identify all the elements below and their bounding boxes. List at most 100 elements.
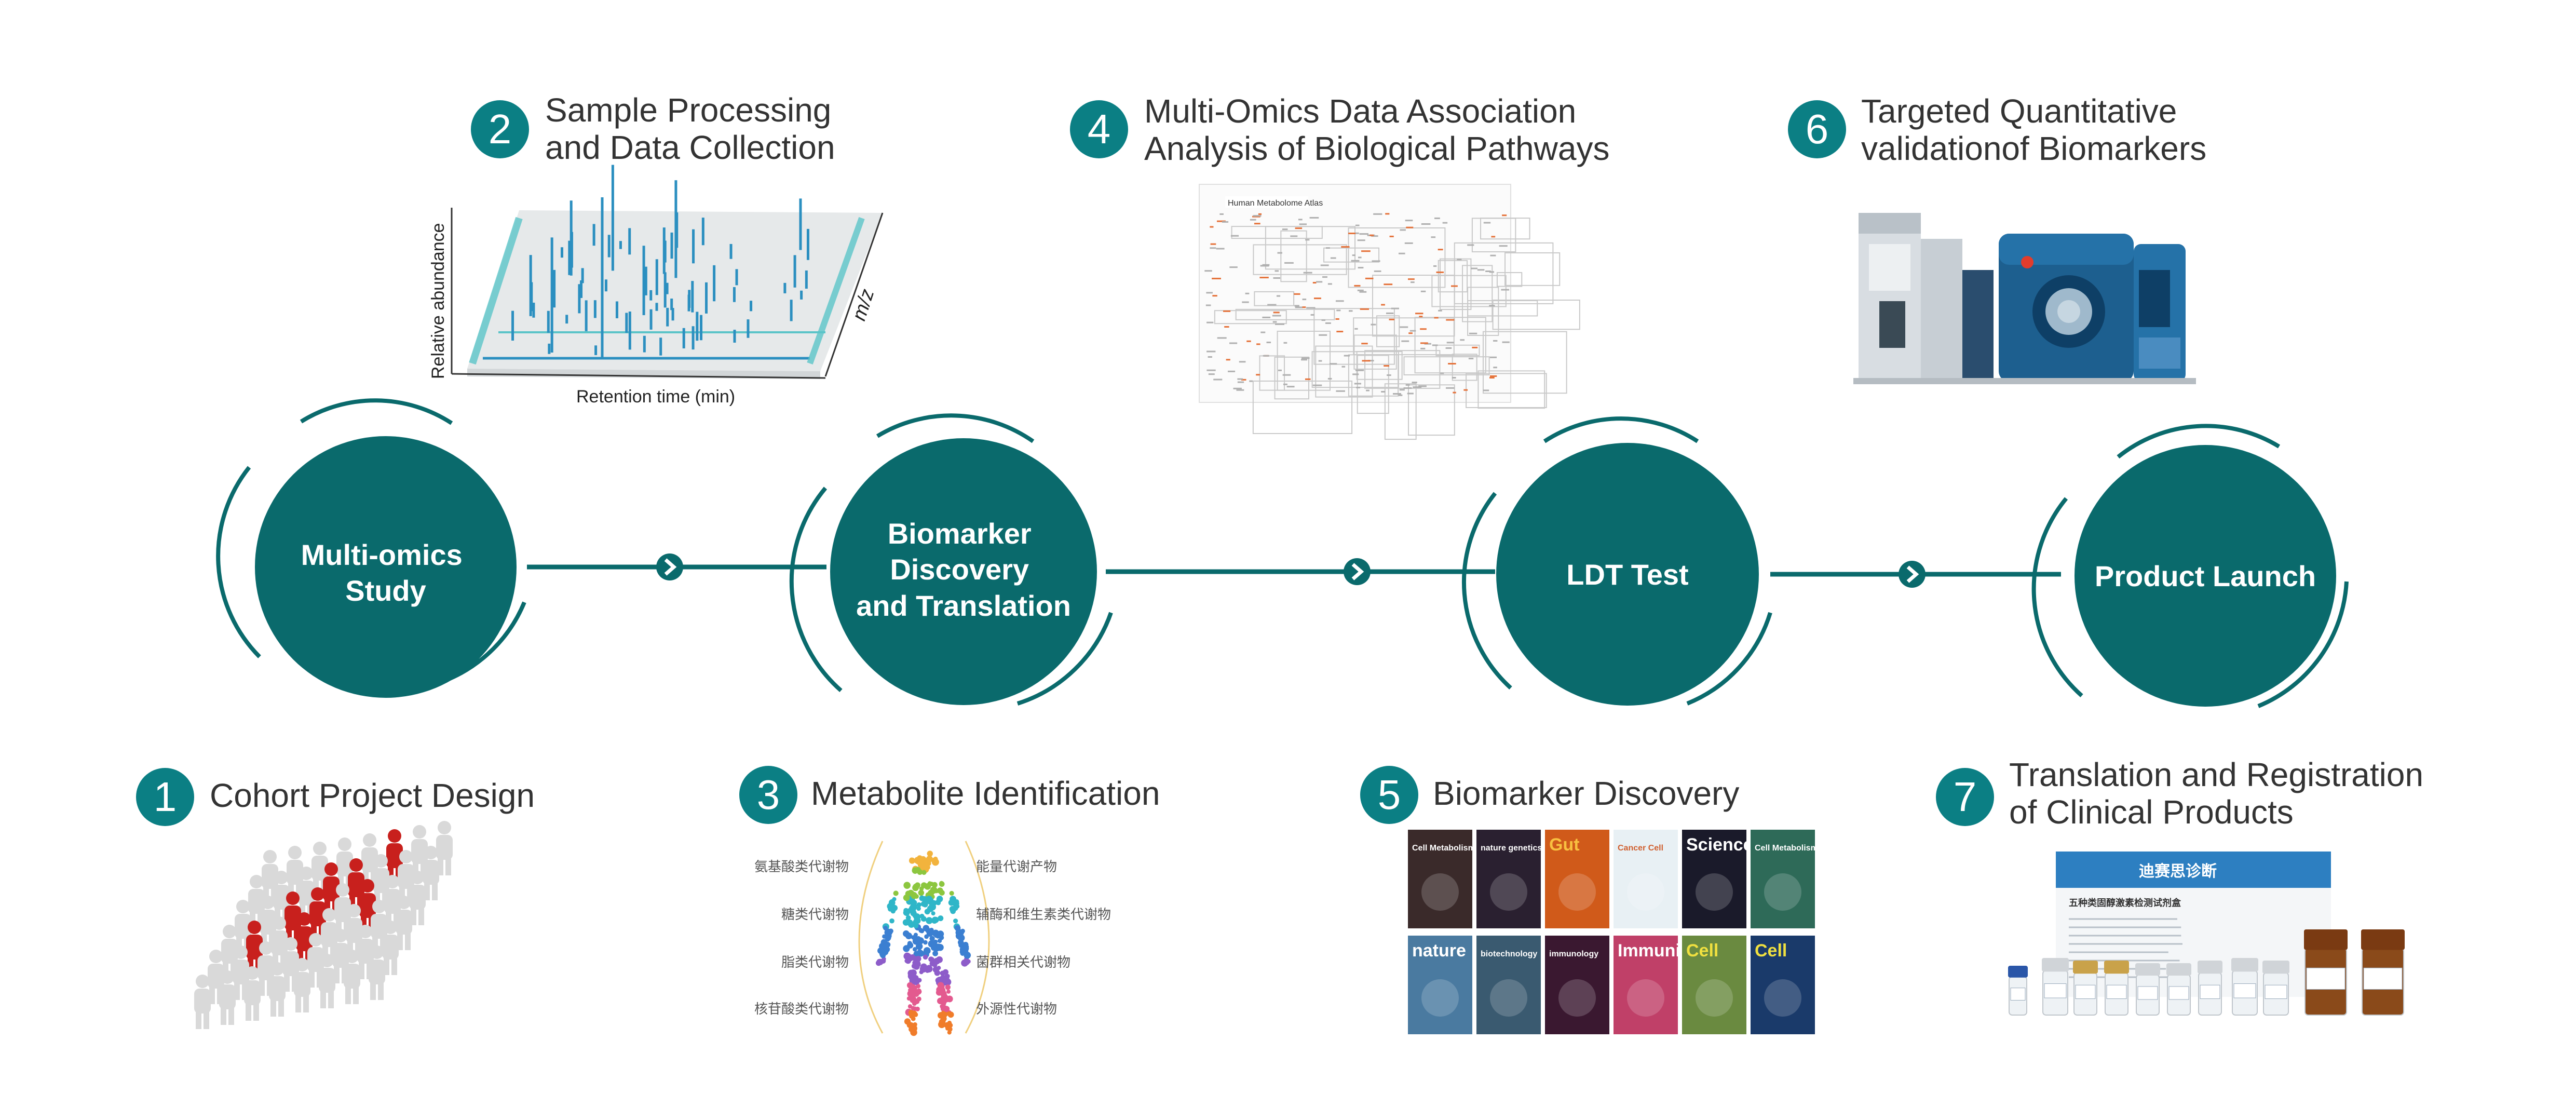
pathway-node [1228,370,1236,372]
pathway-node [1354,285,1361,287]
step-badge-1: 1 [136,768,194,826]
pathway-node [1349,310,1353,312]
body-dot [914,998,920,1004]
body-dot [913,883,919,890]
pathway-node [1359,291,1367,293]
body-dot [945,984,951,990]
pathway-node [1303,272,1312,274]
ms-xlabel: Retention time (min) [576,387,735,407]
pathway-edge [1252,380,1353,434]
step-badge-6: 6 [1788,100,1846,158]
pathway-node [1493,340,1498,342]
pathway-node [1384,283,1393,286]
body-dot [884,929,892,936]
pathway-node [1302,306,1306,308]
ms-zlabel: m/z [848,287,879,323]
body-dot [915,1006,920,1011]
body-dot [904,1018,911,1025]
pathway-node [1491,236,1496,238]
journal-cover: Cancer Cell [1614,830,1678,928]
metabolite-xenobiotic: 外源性代谢物 [976,1002,1057,1017]
connector-lines [527,564,2061,577]
reagent-vial [2262,961,2289,1016]
pathway-node [1305,378,1311,380]
cohort-crowd-illustration [194,821,453,1029]
body-dot [906,982,913,989]
body-dot [916,906,921,911]
pathway-node [1357,289,1364,291]
body-dot [916,990,921,995]
pathway-node [1210,243,1216,245]
pathway-node [1295,306,1303,308]
person-figure [246,921,263,975]
body-dot [931,911,936,916]
pathway-node [1398,394,1403,396]
pathway-node [1216,248,1225,250]
body-dot [943,1006,950,1012]
pathway-node [1438,309,1442,312]
metabolite-amino-acids: 氨基酸类代谢物 [754,859,849,875]
pathway-node [1354,328,1358,330]
body-dot [931,858,939,866]
pathway-node [1355,224,1360,226]
body-dot [911,893,917,899]
pathway-node [1490,254,1496,256]
body-dot [963,958,970,965]
body-dot [912,956,918,962]
pathway-node [1206,292,1213,294]
pathway-node [1298,219,1303,221]
pathway-node [1260,265,1269,267]
body-dot [913,920,918,925]
pathway-edge [1408,384,1455,436]
journal-cover-title: Cancer Cell [1618,844,1663,853]
body-dot [911,985,917,991]
node-product-launch: Product Launch [2031,424,2349,708]
svg-text:2: 2 [489,106,512,152]
pathway-node [1357,239,1365,241]
body-dot [941,991,947,997]
step-title-1: Cohort Project Design [210,777,535,814]
pathway-node [1361,343,1368,345]
body-dot [918,928,924,933]
pathway-node [1398,252,1405,254]
pathway-node [1336,390,1345,392]
pathway-node [1206,369,1216,371]
reagent-vial [2135,963,2160,1016]
pathway-node [1217,337,1227,339]
pathway-node [1409,330,1416,332]
pathway-node [1365,277,1374,279]
pathway-node [1352,373,1359,375]
pathway-node [1260,331,1266,333]
body-dot [920,866,927,872]
pathway-node [1385,213,1390,215]
pathway-edge [1435,344,1480,356]
body-dot [937,982,944,989]
pathway-node [1420,347,1426,349]
pathway-node [1419,316,1423,318]
body-dot [928,928,933,934]
body-dot [953,918,958,924]
pathway-node [1335,318,1339,320]
pathway-node [1366,389,1370,391]
pathway-node [1250,219,1256,221]
pathway-node [1389,318,1395,320]
pathway-node [1320,264,1329,266]
reagent-vial [2008,966,2028,1016]
body-dot [903,894,910,901]
pathway-node [1229,266,1238,268]
pathway-node [1493,367,1497,369]
pathway-node [1325,247,1330,249]
product-brand: 迪赛思诊断 [2139,862,2217,881]
pathway-node [1256,343,1260,345]
pathway-node [1212,277,1221,279]
pathway-node [1468,358,1474,360]
body-dot [912,991,917,997]
pathway-node [1263,355,1269,357]
pathway-node [1208,373,1215,375]
pathway-node [1502,341,1510,343]
pathway-node [1372,260,1380,262]
pathway-node [1445,347,1452,349]
body-dot [932,950,938,956]
body-dot [885,935,891,941]
person-figure [194,975,211,1029]
